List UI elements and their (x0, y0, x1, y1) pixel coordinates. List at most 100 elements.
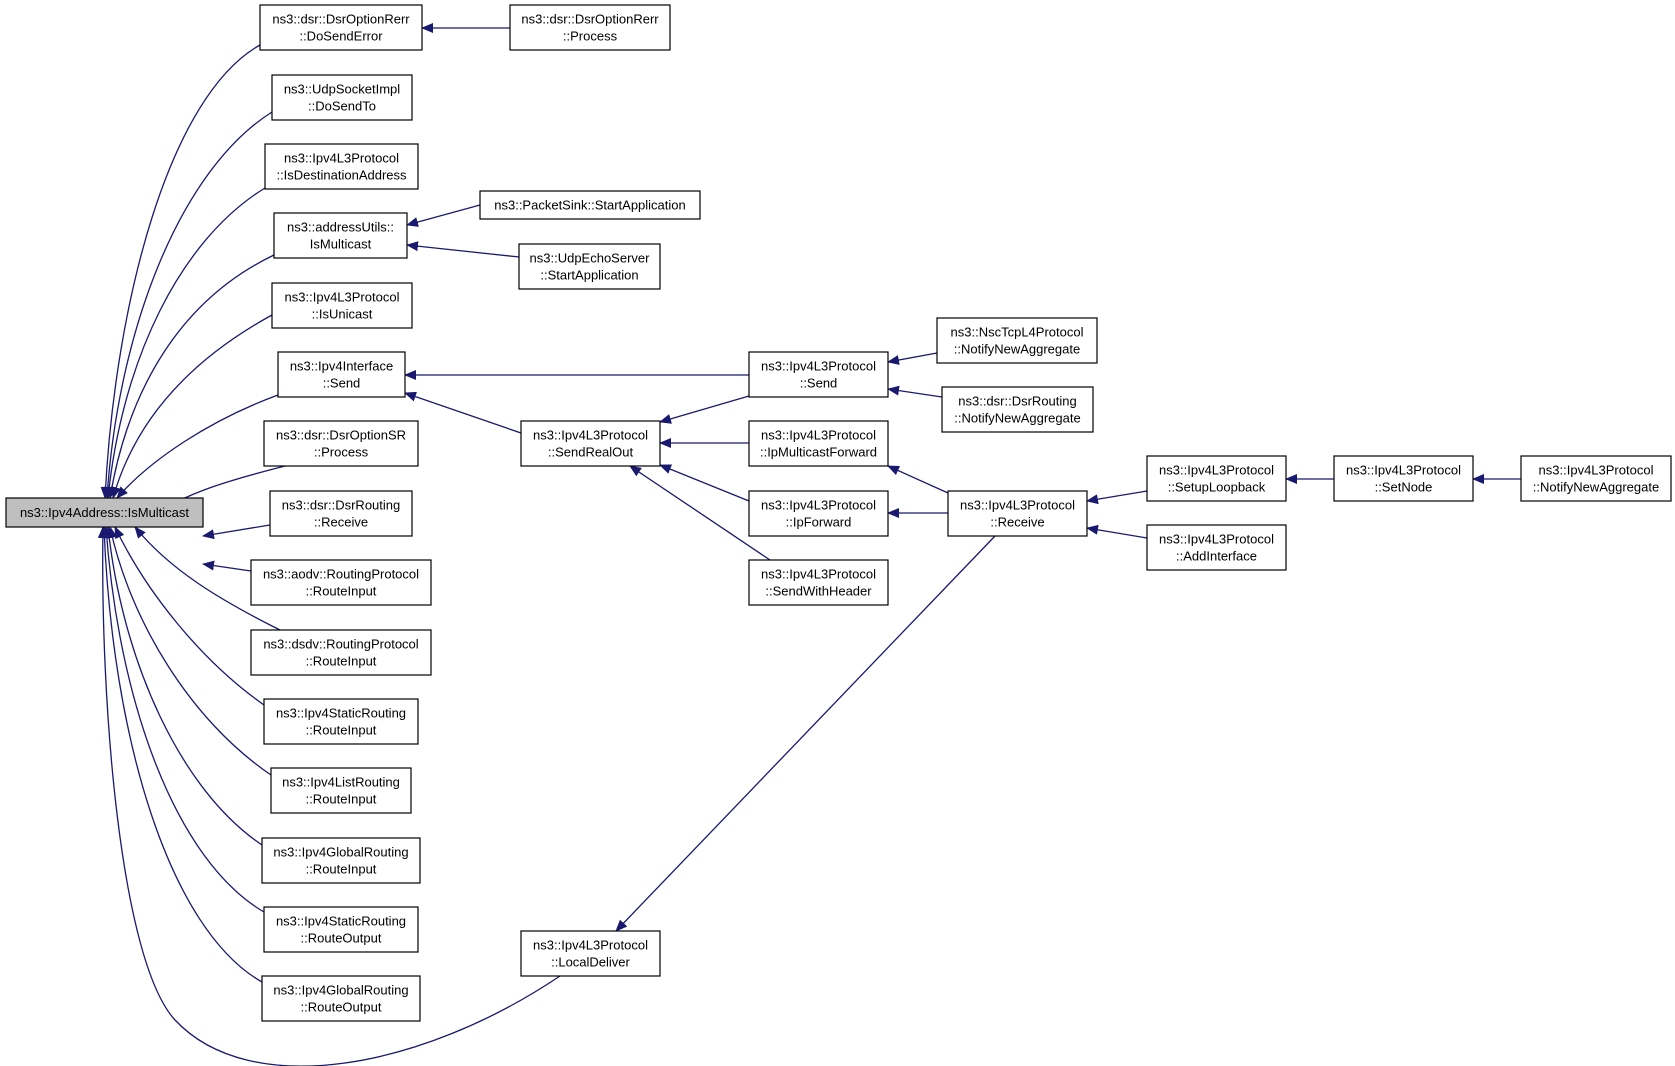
node-label-line: ns3::Ipv4L3Protocol (1159, 463, 1274, 478)
node-l3-setuploop[interactable]: ns3::Ipv4L3Protocol::SetupLoopback (1146, 455, 1287, 502)
edge-list_ri-to-root (107, 526, 272, 776)
node-isdest[interactable]: ns3::Ipv4L3Protocol::IsDestinationAddres… (264, 143, 419, 190)
node-box (270, 767, 412, 814)
edge-nsc_nna-to-l3_send (887, 352, 938, 365)
node-label-line: ::IpMulticastForward (760, 445, 877, 460)
edge-dsrrouting_recv-to-root (202, 524, 271, 540)
node-static-ri[interactable]: ns3::Ipv4StaticRouting::RouteInput (263, 698, 419, 745)
edge-dsrerr_send-to-root (100, 44, 261, 499)
node-label-line: ns3::addressUtils:: (287, 220, 394, 235)
node-label-line: ::SendRealOut (548, 445, 634, 460)
node-box (748, 420, 889, 467)
edge-l3_ipfwd-to-l3_sendreal (659, 464, 750, 502)
node-label-line: ns3::dsr::DsrOptionSR (276, 428, 406, 443)
node-l3-send[interactable]: ns3::Ipv4L3Protocol::Send (748, 351, 889, 398)
node-box (263, 698, 419, 745)
node-box (5, 497, 204, 528)
node-label-line: ::Process (314, 445, 369, 460)
node-l3-sendreal[interactable]: ns3::Ipv4L3Protocol::SendRealOut (520, 420, 661, 467)
node-label-line: ns3::Ipv4StaticRouting (276, 914, 406, 929)
node-l3-receive[interactable]: ns3::Ipv4L3Protocol::Receive (947, 490, 1088, 537)
edge-aodv_ri-to-root (202, 560, 252, 572)
edge-global_ri-to-root (104, 526, 263, 846)
edge-dsdv_ri-to-root (134, 526, 281, 631)
edge-udpecho-to-addrutils (406, 241, 520, 258)
node-pktsink[interactable]: ns3::PacketSink::StartApplication (479, 190, 701, 220)
node-label-line: ::LocalDeliver (551, 955, 630, 970)
node-label-line: ns3::Ipv4L3Protocol (533, 938, 648, 953)
node-box (264, 143, 419, 190)
edge-l3_sendreal-to-iface_send (404, 391, 522, 434)
node-dsrrouting-recv[interactable]: ns3::dsr::DsrRouting::Receive (269, 490, 413, 537)
node-iface-send[interactable]: ns3::Ipv4Interface::Send (277, 351, 406, 398)
node-label-line: ns3::Ipv4L3Protocol (1159, 532, 1274, 547)
node-l3-ipfwd[interactable]: ns3::Ipv4L3Protocol::IpForward (748, 490, 889, 537)
node-list-ri[interactable]: ns3::Ipv4ListRouting::RouteInput (270, 767, 412, 814)
node-l3-sendhdr[interactable]: ns3::Ipv4L3Protocol::SendWithHeader (748, 559, 889, 606)
node-dsrerr-proc[interactable]: ns3::dsr::DsrOptionRerr::Process (509, 4, 671, 51)
node-dsr-nna[interactable]: ns3::dsr::DsrRouting::NotifyNewAggregate (941, 386, 1094, 433)
node-label-line: ::NotifyNewAggregate (954, 411, 1080, 426)
node-udpecho[interactable]: ns3::UdpEchoServer::StartApplication (518, 243, 661, 290)
node-udp-sendto[interactable]: ns3::UdpSocketImpl::DoSendTo (271, 74, 413, 121)
node-nsc-nna[interactable]: ns3::NscTcpL4Protocol::NotifyNewAggregat… (936, 317, 1098, 364)
node-l3-addiface[interactable]: ns3::Ipv4L3Protocol::AddInterface (1146, 524, 1287, 571)
node-label-line: ns3::Ipv4L3Protocol (284, 151, 399, 166)
node-l3-ipmcast[interactable]: ns3::Ipv4L3Protocol::IpMulticastForward (748, 420, 889, 467)
node-label-line: ::RouteOutput (301, 1000, 382, 1015)
node-box (1333, 455, 1474, 502)
node-isunicast[interactable]: ns3::Ipv4L3Protocol::IsUnicast (271, 282, 413, 329)
node-l3-localdeliver[interactable]: ns3::Ipv4L3Protocol::LocalDeliver (520, 930, 661, 977)
edge-addrutils-to-root (106, 254, 275, 499)
edge-l3_send-to-l3_sendreal (659, 395, 750, 424)
node-box (941, 386, 1094, 433)
node-label-line: ::SetNode (1375, 480, 1433, 495)
node-label-line: ::RouteInput (306, 584, 377, 599)
node-label-line: ns3::Ipv4StaticRouting (276, 706, 406, 721)
node-aodv-ri[interactable]: ns3::aodv::RoutingProtocol::RouteInput (250, 559, 432, 606)
node-box (271, 282, 413, 329)
node-static-ro[interactable]: ns3::Ipv4StaticRouting::RouteOutput (263, 906, 419, 953)
node-box (259, 4, 423, 51)
node-label-line: ns3::dsr::DsrOptionRerr (272, 12, 410, 27)
node-addrutils[interactable]: ns3::addressUtils::IsMulticast (273, 212, 408, 259)
node-root[interactable]: ns3::Ipv4Address::IsMulticast (5, 497, 204, 528)
edge-iface_send-to-root (116, 394, 279, 499)
node-dsrsr-proc[interactable]: ns3::dsr::DsrOptionSR::Process (263, 420, 419, 467)
edge-isdest-to-root (104, 187, 266, 499)
edge-l3_localdeliver-to-root (97, 526, 561, 1066)
node-label-line: ns3::dsr::DsrRouting (282, 498, 401, 513)
node-label-line: ::Send (800, 376, 838, 391)
node-label-line: ns3::dsr::DsrOptionRerr (521, 12, 659, 27)
edge-l3_addiface-to-l3_receive (1086, 524, 1148, 539)
node-dsrerr-send[interactable]: ns3::dsr::DsrOptionRerr::DoSendError (259, 4, 423, 51)
edge-l3_sendhdr-to-l3_sendreal (629, 465, 771, 561)
node-label-line: ::RouteInput (306, 792, 377, 807)
node-box (518, 243, 661, 290)
node-label-line: ::Process (563, 29, 618, 44)
node-global-ro[interactable]: ns3::Ipv4GlobalRouting::RouteOutput (261, 975, 421, 1022)
node-box (1520, 455, 1672, 502)
node-dsdv-ri[interactable]: ns3::dsdv::RoutingProtocol::RouteInput (250, 629, 432, 676)
edge-global_ro-to-root (99, 526, 263, 983)
node-global-ri[interactable]: ns3::Ipv4GlobalRouting::RouteInput (261, 837, 421, 884)
node-box (936, 317, 1098, 364)
node-label-line: ns3::PacketSink::StartApplication (494, 198, 686, 213)
node-label-line: ::NotifyNewAggregate (1533, 480, 1659, 495)
node-label-line: ns3::Ipv4L3Protocol (533, 428, 648, 443)
node-label-line: ns3::NscTcpL4Protocol (951, 325, 1084, 340)
node-box (520, 930, 661, 977)
node-box (277, 351, 406, 398)
node-label-line: ns3::aodv::RoutingProtocol (263, 567, 419, 582)
node-box (479, 190, 701, 220)
node-l3-nna[interactable]: ns3::Ipv4L3Protocol::NotifyNewAggregate (1520, 455, 1672, 502)
node-label-line: ::SetupLoopback (1168, 480, 1266, 495)
node-label-line: IsMulticast (310, 237, 372, 252)
node-l3-setnode[interactable]: ns3::Ipv4L3Protocol::SetNode (1333, 455, 1474, 502)
node-box (269, 490, 413, 537)
node-box (520, 420, 661, 467)
node-label-line: ::Receive (314, 515, 368, 530)
node-label-line: ns3::Ipv4L3Protocol (1539, 463, 1654, 478)
node-label-line: ::StartApplication (540, 268, 638, 283)
